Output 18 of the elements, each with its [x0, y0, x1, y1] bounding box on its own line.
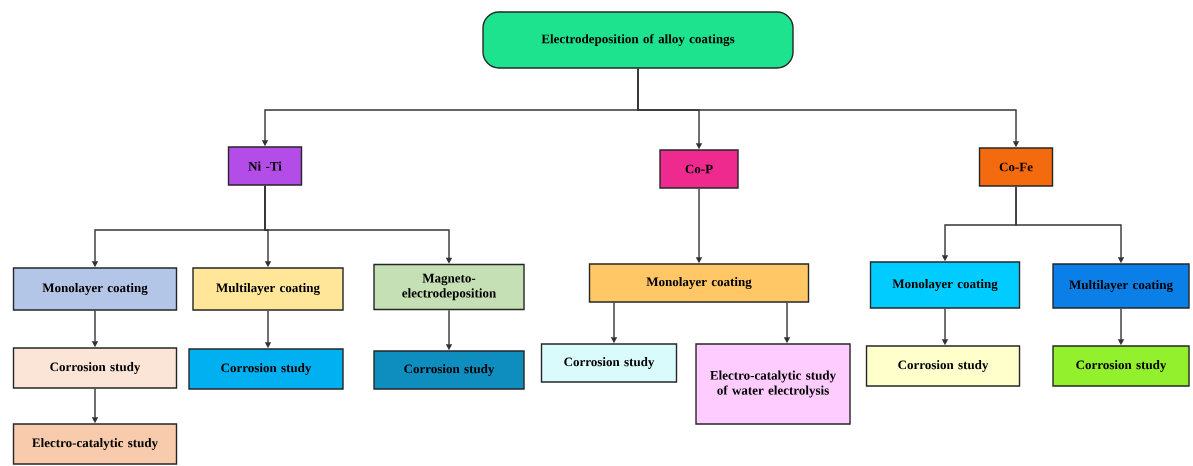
title-box: Electrodeposition of alloy coatings: [482, 11, 794, 69]
process-box: Corrosion study: [373, 350, 525, 390]
process-box: Corrosion study: [865, 345, 1021, 387]
process-box: Ni -Ti: [227, 146, 303, 186]
process-box: Electro-catalytic study: [12, 423, 178, 465]
process-box: Co-P: [659, 149, 739, 189]
process-box: Multilayer coating: [1052, 263, 1190, 309]
process-box: Monolayer coating: [12, 267, 178, 311]
process-box: Magneto-electrodeposition: [373, 263, 525, 311]
process-box: Corrosion study: [1052, 345, 1190, 387]
process-box: Corrosion study: [12, 347, 178, 389]
process-box: Multilayer coating: [192, 267, 344, 311]
process-box: Co-Fe: [978, 147, 1054, 187]
process-box: Electro-catalytic study of water electrolysis: [695, 343, 851, 425]
process-box: Monolayer coating: [588, 263, 810, 303]
process-box: Corrosion study: [540, 343, 678, 383]
process-box: Corrosion study: [188, 348, 344, 390]
process-box: Monolayer coating: [869, 261, 1021, 309]
